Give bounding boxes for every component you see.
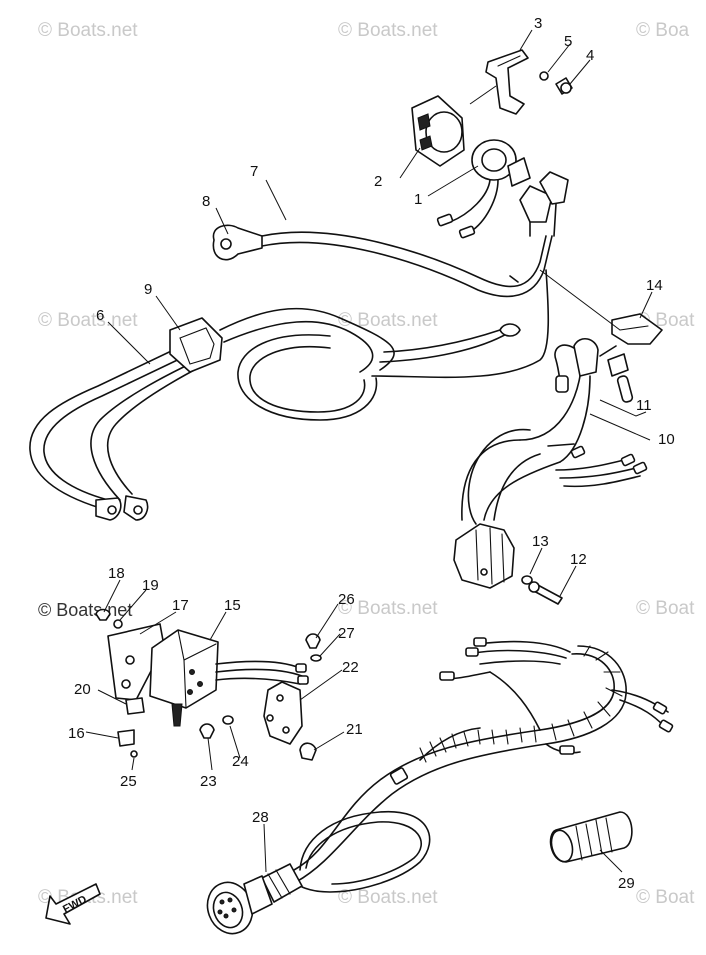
bracket-3 bbox=[485, 49, 529, 115]
washer-5 bbox=[539, 71, 549, 81]
battery-cable-6 bbox=[29, 343, 199, 521]
callout-18: 18 bbox=[108, 565, 125, 582]
starter-relay-1 bbox=[436, 139, 531, 239]
grommet-9 bbox=[169, 317, 223, 373]
callout-8: 8 bbox=[202, 193, 210, 210]
callout-13: 13 bbox=[532, 533, 549, 550]
callout-20: 20 bbox=[74, 681, 91, 698]
screw-18 bbox=[95, 608, 111, 621]
washer-13 bbox=[521, 575, 533, 585]
callout-1: 1 bbox=[414, 191, 422, 208]
washer-25 bbox=[130, 750, 138, 758]
screw-23 bbox=[199, 723, 215, 739]
washer-27 bbox=[310, 654, 322, 662]
watermark: © Boats.net bbox=[338, 598, 438, 619]
battery-cable-7 bbox=[261, 231, 553, 298]
bracket-22 bbox=[263, 681, 303, 745]
fuse-holder-harness-10 bbox=[461, 338, 648, 525]
callout-3: 3 bbox=[534, 15, 542, 32]
watermark: © Boa bbox=[636, 20, 690, 41]
collar-20 bbox=[125, 697, 145, 715]
washer-24 bbox=[222, 715, 234, 725]
bracket-17 bbox=[107, 623, 165, 701]
callout-10: 10 bbox=[658, 431, 675, 448]
callout-15: 15 bbox=[224, 597, 241, 614]
callout-9: 9 bbox=[144, 281, 152, 298]
watermark: © Boats.net bbox=[338, 310, 438, 331]
callout-25: 25 bbox=[120, 773, 137, 790]
callout-14: 14 bbox=[646, 277, 663, 294]
rectifier-regulator bbox=[453, 523, 515, 589]
bolt-12 bbox=[528, 581, 563, 605]
main-wiring-harness-28 bbox=[293, 637, 674, 893]
callout-2: 2 bbox=[374, 173, 382, 190]
callout-16: 16 bbox=[68, 725, 85, 742]
fwd-label: FWD bbox=[61, 893, 89, 915]
callout-numbers: 1 2 3 4 5 6 7 8 9 10 11 12 13 14 15 16 1… bbox=[68, 15, 675, 892]
callout-17: 17 bbox=[172, 597, 189, 614]
callout-22: 22 bbox=[342, 659, 359, 676]
bolt-16 bbox=[117, 729, 135, 747]
leader-lines bbox=[85, 29, 653, 873]
fuse-11 bbox=[616, 375, 634, 403]
bolt-21 bbox=[299, 742, 317, 761]
callout-29: 29 bbox=[618, 875, 635, 892]
callout-28: 28 bbox=[252, 809, 269, 826]
screw-4 bbox=[555, 77, 573, 95]
fuse-clip-14 bbox=[611, 313, 663, 345]
callout-6: 6 bbox=[96, 307, 104, 324]
callout-4: 4 bbox=[586, 47, 594, 64]
callout-21: 21 bbox=[346, 721, 363, 738]
cable-terminal-8 bbox=[212, 224, 263, 261]
callout-11: 11 bbox=[636, 397, 652, 414]
washer-19 bbox=[113, 619, 123, 629]
battery-terminal-boots bbox=[519, 171, 569, 237]
watermark: © Boats.net bbox=[338, 887, 438, 908]
callout-27: 27 bbox=[338, 625, 355, 642]
watermark: © Boats.net bbox=[38, 310, 138, 331]
watermark: © Boats.net bbox=[338, 20, 438, 41]
grommet-29 bbox=[549, 811, 633, 863]
watermark: © Boat bbox=[636, 887, 695, 908]
relay-cover-2 bbox=[411, 95, 465, 167]
switch-15 bbox=[149, 629, 309, 727]
spiral-wrap bbox=[419, 645, 623, 763]
screw-26 bbox=[305, 633, 321, 649]
callout-19: 19 bbox=[142, 577, 159, 594]
callout-26: 26 bbox=[338, 591, 355, 608]
fwd-arrow-icon: FWD bbox=[45, 883, 101, 925]
callout-24: 24 bbox=[232, 753, 249, 770]
callout-5: 5 bbox=[564, 33, 572, 50]
harness-connector-28 bbox=[206, 863, 303, 935]
main-harness-loop bbox=[219, 269, 550, 421]
callout-7: 7 bbox=[250, 163, 258, 180]
callout-12: 12 bbox=[570, 551, 587, 568]
callout-23: 23 bbox=[200, 773, 217, 790]
watermark: © Boats.net bbox=[38, 20, 138, 41]
watermark: © Boat bbox=[636, 598, 695, 619]
